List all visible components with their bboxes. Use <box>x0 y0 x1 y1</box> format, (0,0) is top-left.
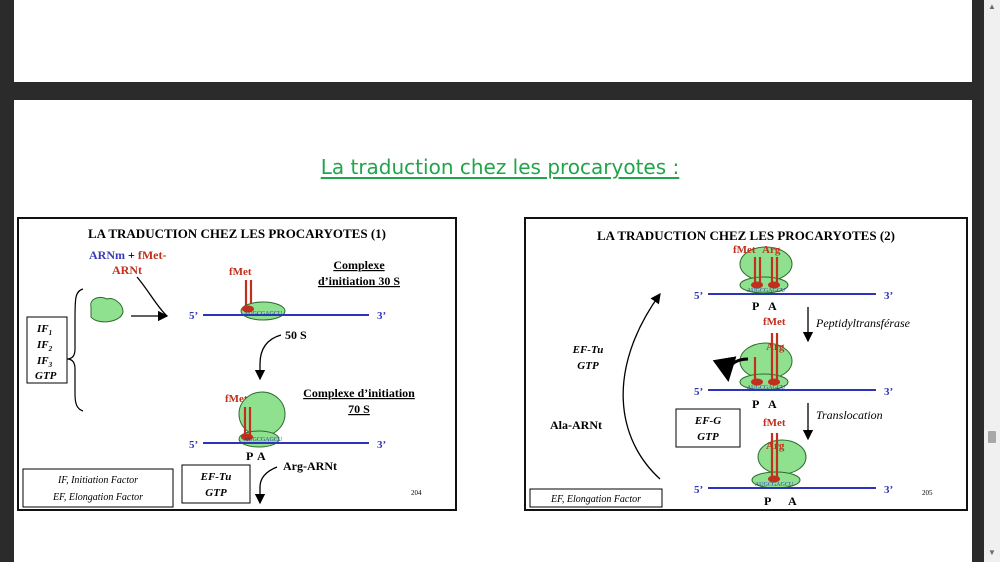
factor-if1: IF1 <box>36 323 52 337</box>
r1-arg: Arg <box>762 244 781 256</box>
r1-5prime: 5’ <box>694 290 703 302</box>
r2-site-a: A <box>768 397 777 411</box>
mrna-3prime-70s: 3’ <box>377 439 386 451</box>
label-complex-30s-b: d’initiation 30 S <box>318 274 400 288</box>
r1-3prime: 3’ <box>884 290 893 302</box>
r1-site-p: P <box>752 299 759 313</box>
label-complex-70s-a: Complexe d’initiation <box>303 386 415 400</box>
r3-site-a: A <box>788 494 797 508</box>
codon-sequence-70s: AUGCGAGCU <box>244 437 283 443</box>
r1-site-a: A <box>768 299 777 313</box>
slide2-page-number: 205 <box>922 489 933 497</box>
label-peptidyltransferase: Peptidyltransférase <box>815 316 911 330</box>
initiation-factors-box <box>26 316 68 384</box>
scroll-up-arrow-icon[interactable]: ▲ <box>988 2 996 11</box>
small-subunit-icon <box>90 296 124 323</box>
r2-3prime: 3’ <box>884 386 893 398</box>
label-arg-arnt: Arg-ARNt <box>283 459 337 473</box>
r3-3prime: 3’ <box>884 484 893 496</box>
slide-translation-2: LA TRADUCTION CHEZ LES PROCARYOTES (2) f… <box>524 217 968 511</box>
legend-box <box>22 468 174 508</box>
eftu-label: EF-Tu <box>200 471 232 483</box>
r3-fmet: fMet <box>763 417 786 429</box>
r2-arg: Arg <box>766 341 785 353</box>
efg-gtp: GTP <box>697 431 719 443</box>
scrollbar-thumb[interactable] <box>988 431 996 443</box>
site-p: P <box>246 449 253 463</box>
arrow-curve <box>136 276 168 317</box>
r3-arg: Arg <box>766 440 785 452</box>
label-arnt: ARNt <box>112 263 142 277</box>
arrow-down-arg <box>254 466 278 505</box>
r2-codon: AUGCGAGCU <box>747 385 786 391</box>
eftu-box <box>181 464 251 504</box>
r2-fmet: fMet <box>763 316 786 328</box>
r1-anticodon1 <box>751 281 763 289</box>
scroll-down-arrow-icon[interactable]: ▼ <box>988 548 996 557</box>
previous-page <box>14 0 972 82</box>
anticodon <box>242 305 254 313</box>
mrna-5prime: 5’ <box>189 310 198 322</box>
label-50s: 50 S <box>285 328 307 342</box>
slide1-diagram: LA TRADUCTION CHEZ LES PROCARYOTES (1) A… <box>22 226 422 508</box>
r2-5prime: 5’ <box>694 386 703 398</box>
label-arnm-group: ARNm + fMet- <box>89 248 166 262</box>
r1-anticodon2 <box>768 281 780 289</box>
label-complex-70s-b: 70 S <box>348 402 370 416</box>
brace <box>66 288 84 412</box>
factor-if3: IF3 <box>36 355 53 369</box>
label-fmet-top: fMet <box>229 266 252 278</box>
r3-site-p: P <box>764 494 771 508</box>
mrna-5prime-70s: 5’ <box>189 439 198 451</box>
slide2-diagram: LA TRADUCTION CHEZ LES PROCARYOTES (2) f… <box>529 228 933 508</box>
factor-if2: IF2 <box>36 339 53 353</box>
page-heading: La traduction chez les procaryotes : <box>320 155 680 179</box>
eftu-label-2: EF-Tu <box>572 344 604 356</box>
factor-gtp: GTP <box>35 370 57 382</box>
efg-box <box>675 408 741 448</box>
r2-site-p: P <box>752 397 759 411</box>
r3-codon: AUGCGAGCU <box>755 482 794 488</box>
eftu-gtp-2: GTP <box>577 360 599 372</box>
label-complex-30s-a: Complexe <box>333 258 385 272</box>
arrow-down-50s <box>254 334 282 381</box>
slide1-title: LA TRADUCTION CHEZ LES PROCARYOTES (1) <box>88 226 386 241</box>
label-translocation: Translocation <box>816 408 883 422</box>
mrna-3prime: 3’ <box>377 310 386 322</box>
r3-5prime: 5’ <box>694 484 703 496</box>
site-a: A <box>257 449 266 463</box>
efg-label: EF-G <box>694 415 721 427</box>
r1-fmet: fMet <box>733 244 756 256</box>
label-arnm: ARNm <box>89 248 125 262</box>
slide-translation-1: LA TRADUCTION CHEZ LES PROCARYOTES (1) A… <box>17 217 457 511</box>
r3-anticodon <box>768 475 780 483</box>
vertical-scrollbar[interactable] <box>984 0 1000 562</box>
legend-if: IF, Initiation Factor <box>57 475 138 486</box>
legend-ef-2: EF, Elongation Factor <box>550 494 641 505</box>
cycle-arrow <box>622 292 661 480</box>
r2-anticodon2 <box>768 378 780 386</box>
legend-box-2 <box>529 488 663 508</box>
r1-codon: AUGCGAGCU <box>747 288 786 294</box>
label-ala-arnt: Ala-ARNt <box>550 418 602 432</box>
slide1-page-number: 204 <box>411 489 422 497</box>
anticodon-70s <box>241 433 253 441</box>
legend-ef: EF, Elongation Factor <box>52 492 143 503</box>
eftu-gtp: GTP <box>205 487 227 499</box>
r2-anticodon1 <box>751 378 763 386</box>
slide2-title: LA TRADUCTION CHEZ LES PROCARYOTES (2) <box>597 228 895 243</box>
exit-arrow-icon <box>712 356 749 382</box>
